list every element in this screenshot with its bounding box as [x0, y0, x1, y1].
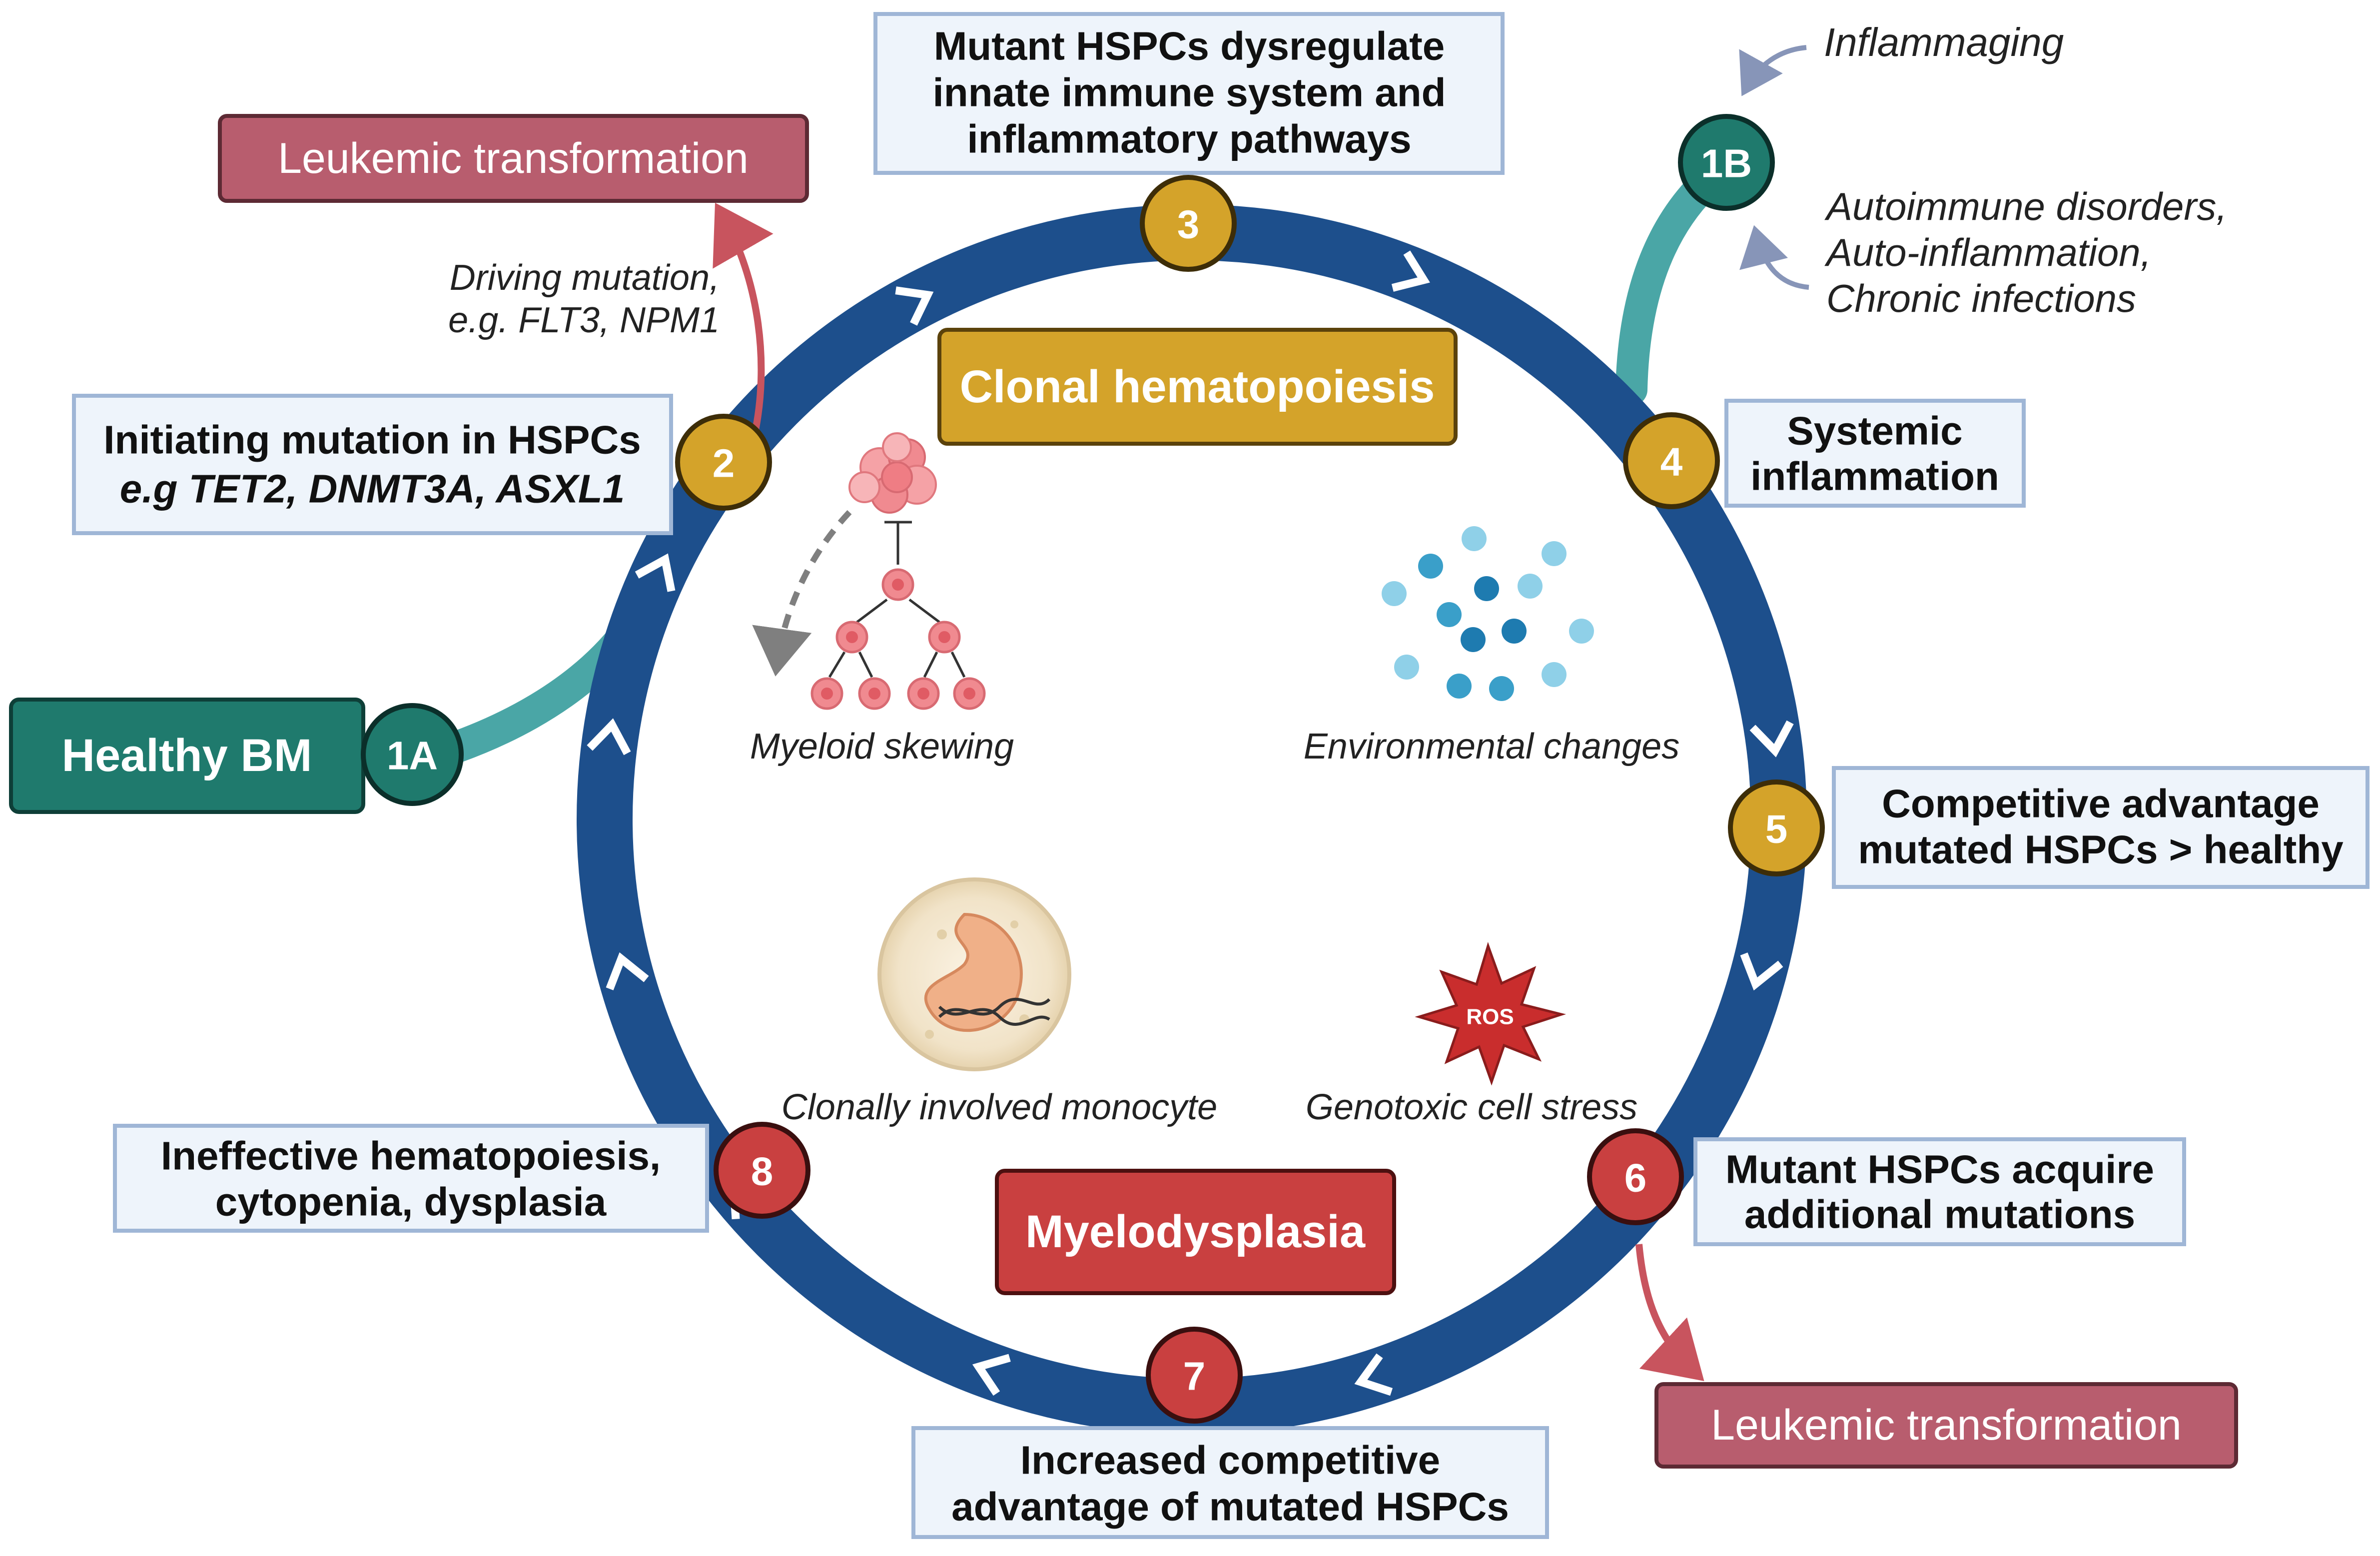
- monocyte-label: Clonally involved monocyte: [782, 1087, 1217, 1127]
- stage-node-8: 8: [714, 1122, 810, 1219]
- stage-8-line-2: cytopenia, dysplasia: [215, 1180, 607, 1224]
- stage-3-line-2: innate immune system and: [933, 70, 1446, 115]
- stage-box-2: Initiating mutation in HSPCs e.g TET2, D…: [72, 394, 673, 535]
- autoimmune-line-2: Auto-inflammation,: [1824, 230, 2151, 274]
- stage-3-line-1: Mutant HSPCs dysregulate: [934, 24, 1445, 68]
- leukemic-transformation-bottom-box: Leukemic transformation: [1654, 1382, 2238, 1469]
- environmental-changes-illustration: Environmental changes: [1304, 526, 1679, 767]
- additional-mutation-arrow: [1635, 1244, 1704, 1382]
- stage-box-8: Ineffective hematopoiesis, cytopenia, dy…: [113, 1124, 709, 1233]
- stage-node-4: 4: [1623, 412, 1720, 509]
- cycle-chevron: [895, 286, 934, 326]
- stage-node-6: 6: [1587, 1128, 1684, 1225]
- stage-4-line-2: inflammation: [1750, 454, 1999, 499]
- monocyte-illustration: Clonally involved monocyte: [782, 877, 1217, 1127]
- stage-node-2: 2: [675, 414, 772, 511]
- stage-7-line-1: Increased competitive: [1020, 1438, 1440, 1483]
- cycle-chevron: [635, 553, 676, 592]
- ros-illustration: ROS Genotoxic cell stress: [1306, 942, 1637, 1127]
- skewing-dashed-arrow: [752, 510, 852, 677]
- stage-box-7: Increased competitive advantage of mutat…: [911, 1426, 1549, 1539]
- leukemic-top-label: Leukemic transformation: [278, 134, 749, 182]
- driving-mutation-line-1: Driving mutation,: [450, 258, 720, 298]
- stage-3-line-3: inflammatory pathways: [967, 117, 1411, 161]
- cycle-chevron: [1391, 250, 1430, 292]
- stage-node-6-label: 6: [1624, 1156, 1647, 1200]
- clonal-hematopoiesis-box: Clonal hematopoiesis: [937, 328, 1458, 446]
- stage-8-line-1: Ineffective hematopoiesis,: [161, 1134, 661, 1178]
- myeloid-skewing-label: Myeloid skewing: [750, 727, 1014, 767]
- stage-5-line-1: Competitive advantage: [1882, 781, 2320, 826]
- stage-2-line-2: e.g TET2, DNMT3A, ASXL1: [120, 467, 625, 511]
- monocyte-cell-icon: [877, 877, 1071, 1071]
- inflammaging-label: Inflammaging: [1824, 20, 2064, 64]
- stage-box-4: Systemic inflammation: [1724, 399, 2026, 508]
- cycle-chevron: [587, 718, 631, 756]
- ros-label: ROS: [1466, 1005, 1514, 1029]
- stage-node-3-label: 3: [1177, 202, 1200, 247]
- cycle-chevron: [972, 1354, 1011, 1396]
- stage-4-line-1: Systemic: [1787, 409, 1962, 453]
- driving-mutation-line-2: e.g. FLT3, NPM1: [448, 300, 720, 340]
- stage-node-8-label: 8: [751, 1149, 774, 1194]
- stage-5-line-2: mutated HSPCs > healthy: [1858, 827, 2344, 872]
- node-1b-label: 1B: [1701, 141, 1752, 186]
- driving-mutation-arrow: [713, 202, 774, 436]
- stage-node-5-label: 5: [1765, 807, 1788, 851]
- cytokine-dots-icon: [1382, 526, 1594, 701]
- healthy-bm-box: Healthy BM: [9, 698, 365, 814]
- cell-cluster-icon: [848, 432, 937, 514]
- healthy-bm-label: Healthy BM: [62, 730, 312, 781]
- stage-box-6: Mutant HSPCs acquire additional mutation…: [1693, 1137, 2186, 1246]
- stage-node-3: 3: [1140, 175, 1237, 272]
- node-1a: 1A: [361, 703, 464, 806]
- leukemic-bottom-label: Leukemic transformation: [1711, 1401, 2182, 1449]
- cycle-chevron: [1354, 1353, 1393, 1396]
- myelodysplasia-title: Myelodysplasia: [1025, 1206, 1366, 1257]
- stage-node-7-label: 7: [1183, 1354, 1206, 1399]
- node-1b: 1B: [1678, 114, 1775, 211]
- stage-box-5: Competitive advantage mutated HSPCs > he…: [1832, 766, 2370, 889]
- myeloid-skewing-illustration: Myeloid skewing: [750, 432, 1014, 767]
- genotoxic-label: Genotoxic cell stress: [1306, 1087, 1637, 1127]
- autoimmune-line-3: Chronic infections: [1826, 276, 2136, 320]
- environmental-changes-label: Environmental changes: [1304, 727, 1679, 767]
- cycle-chevron: [1749, 720, 1794, 758]
- cycle-chevron: [606, 952, 649, 990]
- autoimmune-arrow: [1739, 225, 1809, 290]
- stage-node-7: 7: [1146, 1327, 1243, 1424]
- clonal-hematopoiesis-title: Clonal hematopoiesis: [960, 361, 1435, 412]
- stage-node-4-label: 4: [1660, 440, 1683, 484]
- stage-7-line-2: advantage of mutated HSPCs: [951, 1485, 1509, 1529]
- stage-box-3: Mutant HSPCs dysregulate innate immune s…: [873, 12, 1505, 175]
- inflammaging-arrow: [1739, 45, 1807, 96]
- myeloid-cells-icon: [810, 677, 986, 710]
- stage-node-5: 5: [1728, 779, 1825, 876]
- leukemic-transformation-top-box: Leukemic transformation: [218, 114, 809, 203]
- cycle-chevron: [1740, 952, 1783, 991]
- stage-node-2-label: 2: [713, 441, 735, 486]
- stage-2-line-1: Initiating mutation in HSPCs: [103, 418, 641, 462]
- myelodysplasia-box: Myelodysplasia: [995, 1169, 1396, 1295]
- autoimmune-line-1: Autoimmune disorders,: [1824, 184, 2227, 228]
- ros-burst-icon: [1415, 942, 1567, 1086]
- stage-6-line-2: additional mutations: [1744, 1192, 2135, 1237]
- node-1a-label: 1A: [387, 734, 438, 778]
- stage-6-line-1: Mutant HSPCs acquire: [1725, 1147, 2154, 1192]
